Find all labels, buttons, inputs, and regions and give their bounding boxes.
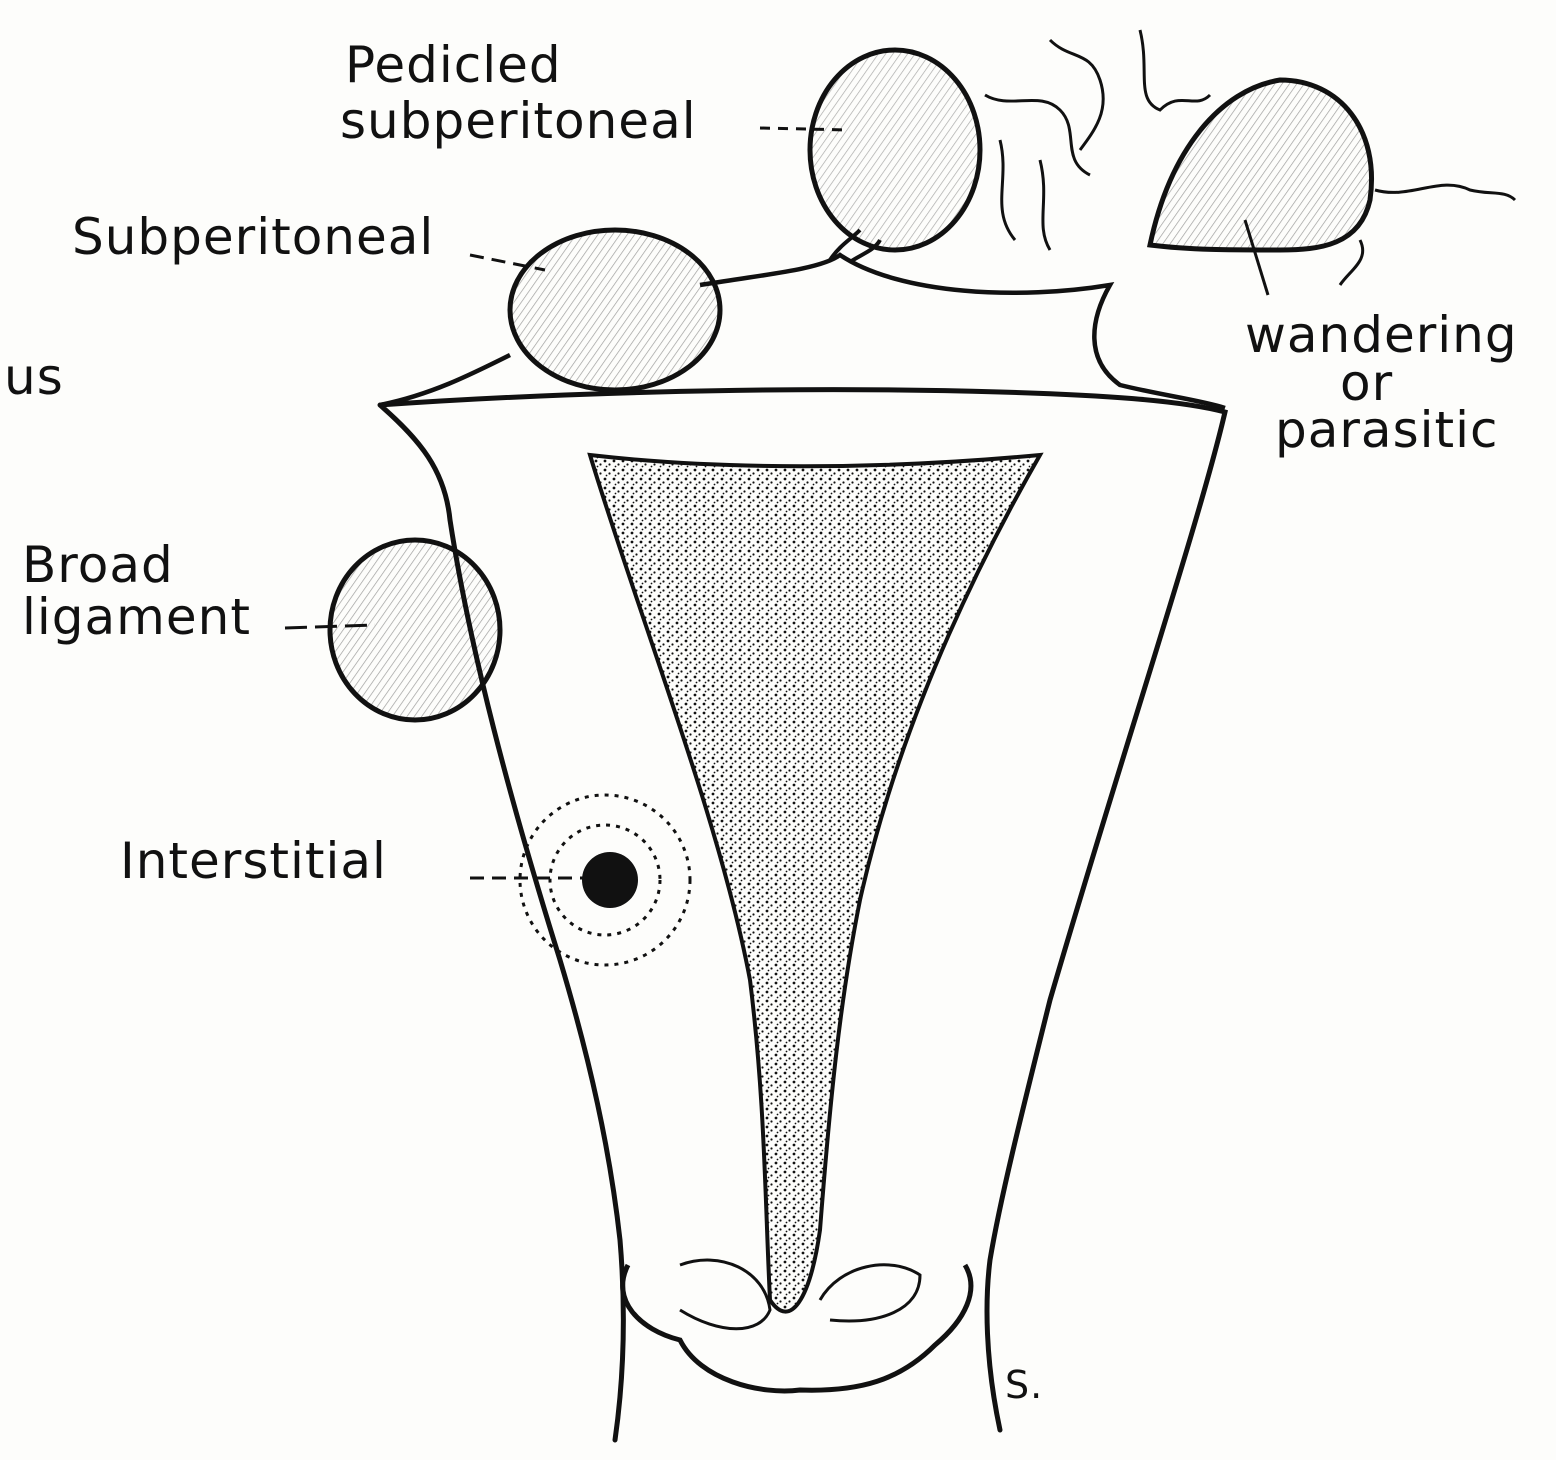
label-pedicled-line2: subperitoneal — [340, 96, 697, 146]
label-broad-line1: Broad — [22, 540, 174, 590]
subperitoneal-fibroid — [510, 230, 720, 390]
label-subperitoneal: Subperitoneal — [72, 212, 434, 262]
fundus-top-contour — [700, 255, 1225, 408]
label-wandering-line1: wandering — [1245, 310, 1518, 360]
label-partial-left: us — [4, 352, 64, 402]
uterine-cavity — [590, 455, 1040, 1312]
parasitic-fibroid — [1150, 80, 1372, 250]
leader-pedicled — [760, 128, 850, 130]
label-broad-line2: ligament — [22, 592, 251, 642]
vessels — [985, 40, 1103, 250]
cervix-left-lip — [680, 1260, 770, 1329]
broad-ligament-fibroid — [330, 540, 500, 720]
pedicled-fibroid — [810, 50, 980, 250]
label-pedicled-line1: Pedicled — [345, 40, 562, 90]
artist-signature: S. — [1005, 1360, 1043, 1410]
cervix-right-lip — [820, 1265, 920, 1321]
interstitial-fibroid — [582, 852, 638, 908]
label-wandering-line3: parasitic — [1275, 405, 1499, 455]
label-interstitial: Interstitial — [120, 836, 387, 886]
